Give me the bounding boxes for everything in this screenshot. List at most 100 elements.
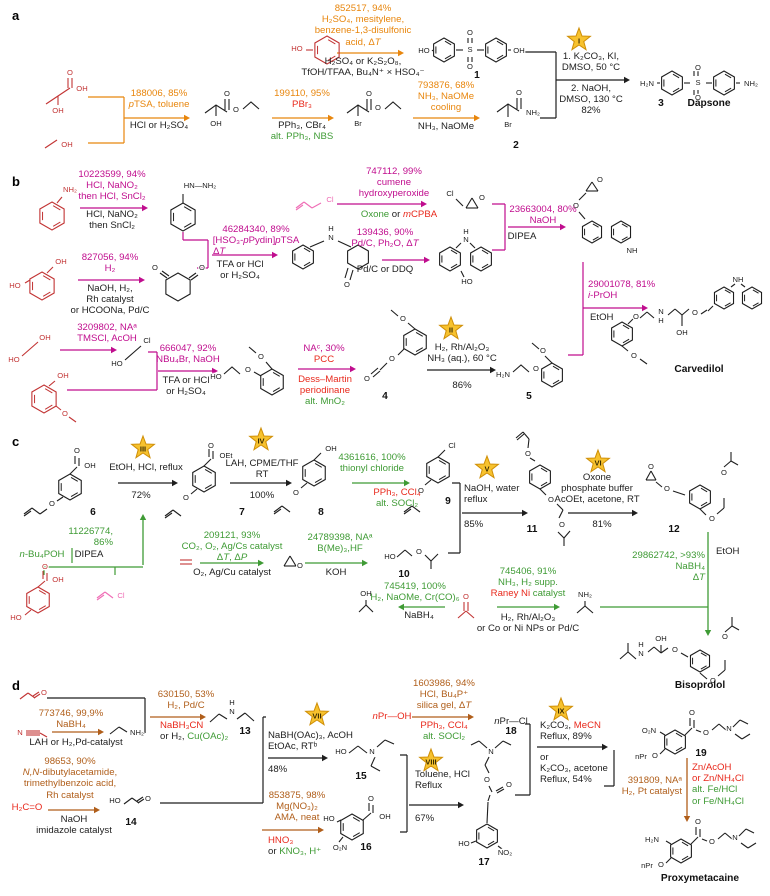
reaction-arrow xyxy=(305,559,368,567)
reaction-arrow xyxy=(48,806,100,814)
atom-label: O xyxy=(366,89,372,98)
atom-label: O xyxy=(42,562,48,571)
reagent-text-line: NH₃, NaOMe xyxy=(418,91,475,102)
reagent-text-segment: 630150, 53% xyxy=(157,689,215,700)
reagent-conditions-text: KOH xyxy=(326,567,347,578)
reagent-text-line: or Zn/NH₄Cl xyxy=(692,773,744,784)
reagent-text-line: DIPEA xyxy=(75,549,104,560)
connector-line xyxy=(492,203,506,251)
reagent-text-segment: 29001078, 81% xyxy=(588,279,656,290)
reagent-text-line: i-PrOH xyxy=(588,290,655,301)
reaction-arrow xyxy=(683,758,691,822)
reagent-text-segment: Oxone xyxy=(360,209,390,220)
highlight-star-icon: I xyxy=(566,26,592,51)
reagent-text-segment: DIPEA xyxy=(507,231,537,242)
atom-label: OEt xyxy=(219,451,233,460)
reagent-text-segment: then SnCl₂ xyxy=(89,220,135,232)
reagent-text-segment: B(Me)₃,HF xyxy=(317,543,363,555)
atom-label: OH xyxy=(55,257,66,266)
atom-label: O xyxy=(516,88,522,97)
reagent-text-segment: NAᶜ, 30% xyxy=(303,343,345,354)
molecule-structure: O xyxy=(457,591,475,619)
reagent-text-segment: 793876, 68% xyxy=(417,80,475,91)
reagent-text-segment: 86% xyxy=(452,380,472,391)
reagent-text-segment: -Bu₄POH xyxy=(24,549,65,560)
reagent-text-segment: or Zn/NH₄Cl xyxy=(692,773,744,785)
atom-label: O xyxy=(540,346,546,355)
reagent-text-segment: Pydin] xyxy=(248,235,276,247)
connector-line xyxy=(448,482,461,554)
reaction-arrow xyxy=(230,479,292,487)
atom-label: HO xyxy=(210,372,221,381)
atom-label: OH xyxy=(84,461,95,470)
reagent-conditions-text: 745406, 91%NH₃, H₂ supp.Raney Ni catalys… xyxy=(491,566,566,600)
reagent-text-segment: Reflux xyxy=(415,780,443,792)
compound-number-label: 11 xyxy=(526,524,538,535)
reagent-text-segment: Pr—OH xyxy=(377,711,412,722)
reagent-conditions-text: HCl or H₂SO₄ xyxy=(130,120,188,131)
reagent-text-segment: 46284340, 89% xyxy=(222,224,290,235)
atom-label: Cl xyxy=(143,336,150,345)
reagent-conditions-text: 188006, 85%pTSA, toluene xyxy=(129,88,190,110)
compound-number-label: 8 xyxy=(318,507,324,518)
reagent-text-line: then SnCl₂ xyxy=(86,220,138,231)
reagent-text-segment: NaBH₄ xyxy=(675,561,705,573)
atom-label: O xyxy=(658,860,664,869)
reagent-conditions-text: nPr—OH xyxy=(373,711,412,722)
reagent-text-segment: 100% xyxy=(249,490,275,501)
reagent-text-line: 4361616, 100% xyxy=(338,452,405,463)
reagent-text-segment: or Co or Ni NPs or Pd/C xyxy=(476,623,580,635)
reagent-text-segment: p xyxy=(243,235,249,247)
reagent-text-line: 209121, 93% xyxy=(182,530,283,541)
reagent-text-segment: NaOH, water xyxy=(464,483,520,494)
reagent-text-segment: Reflux, 89% xyxy=(540,731,592,743)
reagent-text-segment: O₂, Ag/Cu catalyst xyxy=(193,567,271,578)
atom-label: O xyxy=(467,62,473,71)
reagent-conditions-text: 199110, 95%PBr₃ xyxy=(274,88,330,110)
reagent-text-line: nPr—Cl xyxy=(494,716,528,727)
reagent-conditions-text: EtOH, HCl, reflux xyxy=(109,462,183,473)
atom-label: O xyxy=(525,449,531,458)
reaction-arrow xyxy=(262,826,324,834)
molecule-structure: O xyxy=(283,555,304,571)
reagent-text-segment: 86% xyxy=(93,537,113,549)
reagent-conditions-text: Pd/C or DDQ xyxy=(357,264,414,275)
reagent-text-line: or H₂SO₄ xyxy=(217,270,264,281)
reagent-text-line: 188006, 85% xyxy=(129,88,190,99)
reagent-text-segment: Mg(NO₃)₂ xyxy=(276,801,318,813)
reagent-text-segment: 139436, 90% xyxy=(356,227,414,238)
reagent-conditions-text: 72% xyxy=(131,490,150,501)
atom-label: O xyxy=(722,632,728,641)
reagent-text-segment: H₂SO₄ or K₂S₂O₈, xyxy=(324,56,402,67)
atom-label: O xyxy=(199,263,205,272)
reagent-text-line: Rh catalyst xyxy=(23,790,117,801)
reagent-text-line: AcOEt, acetone, RT xyxy=(554,494,639,505)
reagent-text-segment: thionyl chloride xyxy=(340,463,404,475)
atom-label: O xyxy=(709,514,715,523)
reaction-arrow xyxy=(60,346,117,354)
reagent-text-segment: NaOH xyxy=(60,814,88,825)
compound-number-label: 10 xyxy=(398,569,410,580)
molecule-structure: OOO xyxy=(515,431,571,546)
reagent-text-line: PBr₃ xyxy=(274,99,330,110)
atom-label: O xyxy=(689,708,695,717)
panel-label-d: d xyxy=(12,678,20,693)
compound-number-label: 3 xyxy=(658,98,664,109)
reagent-text-line: 793876, 68% xyxy=(418,80,475,91)
molecule-structure: Cl xyxy=(295,194,335,211)
reagent-text-line: ΔT xyxy=(632,572,705,583)
reagent-text-line: NaBH₃CN xyxy=(160,720,228,731)
reagent-text-line: NH₃ (aq.), 60 °C xyxy=(427,353,497,364)
reaction-arrow xyxy=(80,204,148,212)
reagent-text-line: K₂CO₃, acetone xyxy=(540,763,608,774)
reagent-text-segment: Cu(OAc)₂ xyxy=(187,731,229,743)
